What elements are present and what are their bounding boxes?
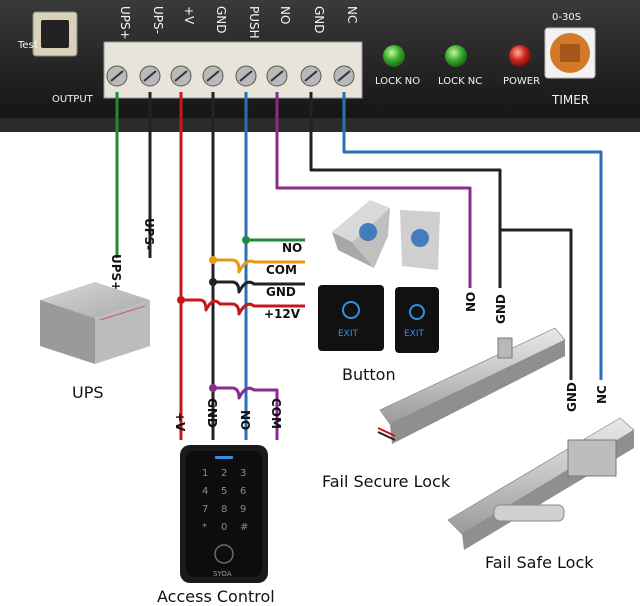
keypad-key[interactable]: 0 [221,522,227,533]
terminal-slot [337,70,351,82]
terminal-slot [174,70,188,82]
wire-labels: UPS+ UPS- NO COM GND +12V +V GND NO COM … [109,218,609,432]
terminal-label: +V [182,6,196,25]
terminal-label: PUSH [247,6,261,39]
ac-com-label: COM [269,398,283,429]
power-label: POWER [503,76,540,87]
terminal-label: NC [345,6,359,23]
exit-label-2: EXIT [404,329,425,339]
keypad-key[interactable]: 2 [221,468,227,479]
button-caption: Button [342,365,396,384]
fail-safe-lock: Fail Safe Lock [447,417,635,572]
lock-nc-label: LOCK NC [438,76,482,87]
button-gnd-wire [213,280,305,294]
button-gnd-label: GND [266,285,296,299]
nc-wire [342,92,603,380]
fsec-no-label: NO [464,292,478,312]
keypad-key[interactable]: 5 [221,486,227,497]
ac-gnd-label: GND [205,398,219,428]
lock-nc-led-icon [445,45,467,67]
keypad-key[interactable]: # [240,522,248,533]
junctions [177,236,250,392]
timer-range: 0-30S [552,12,581,23]
test-label: Test [17,40,38,51]
fsafe-gnd-label: GND [565,382,579,412]
keypad-key[interactable]: 1 [202,468,208,479]
button-com-wire [213,258,305,274]
button-no-label: NO [282,241,302,255]
button-com-label: COM [266,263,297,277]
keypad-key[interactable]: 6 [240,486,246,497]
terminal-slot [304,70,318,82]
timer-label: TIMER [551,93,589,107]
ups-caption: UPS [72,383,104,402]
gnd-failsafe-wire [500,228,573,380]
ups-minus-label: UPS- [142,218,156,250]
terminal-slot [270,70,284,82]
power-led-icon [509,45,531,67]
keypad-key[interactable]: 8 [221,504,227,515]
ac-com-wire [213,386,279,440]
terminal-slot [206,70,220,82]
terminal-label: UPS- [151,6,165,34]
keypad-key[interactable]: 9 [240,504,246,515]
lock-no-led-icon [383,45,405,67]
keypad-key[interactable]: * [202,522,207,533]
terminal-label: NO [278,6,292,24]
keypad-key[interactable]: 3 [240,468,246,479]
no-lock-wire [275,92,472,288]
keypad-key[interactable]: 7 [202,504,208,515]
button-12v-wire [181,298,305,316]
terminal-slot [239,70,253,82]
ups-device: UPS [40,282,150,402]
keypad-brand: SYOA [213,570,232,578]
access-control-caption: Access Control [157,587,275,606]
terminal-label: GND [214,6,228,34]
fsafe-nc-label: NC [595,385,609,404]
wires [115,92,603,440]
fail-secure-caption: Fail Secure Lock [322,472,451,491]
terminal-label: UPS+ [118,6,132,40]
lock-no-label: LOCK NO [375,76,420,87]
output-label: OUTPUT [52,94,94,105]
keypad-key[interactable]: 4 [202,486,208,497]
ups-plus-label: UPS+ [109,254,123,291]
ac-v-label: +V [173,412,187,432]
button-devices: EXIT EXIT Button [318,200,440,384]
controller-panel: Test OUTPUT UPS+ UPS- +V GND PUSH NO GND NC LOC… [0,0,640,132]
ac-no-label: NO [238,410,252,430]
terminal-slot [110,70,124,82]
exit-label-1: EXIT [338,329,359,339]
access-control-keypad: 1 2 3 4 5 6 7 8 9 * 0 # SYOA Access Control [157,445,275,606]
button-12v-label: +12V [264,307,301,321]
terminal-label: GND [312,6,326,34]
terminal-slot [143,70,157,82]
fail-secure-lock: Fail Secure Lock [322,327,566,491]
fsec-gnd-label: GND [494,294,508,324]
fail-safe-caption: Fail Safe Lock [485,553,594,572]
